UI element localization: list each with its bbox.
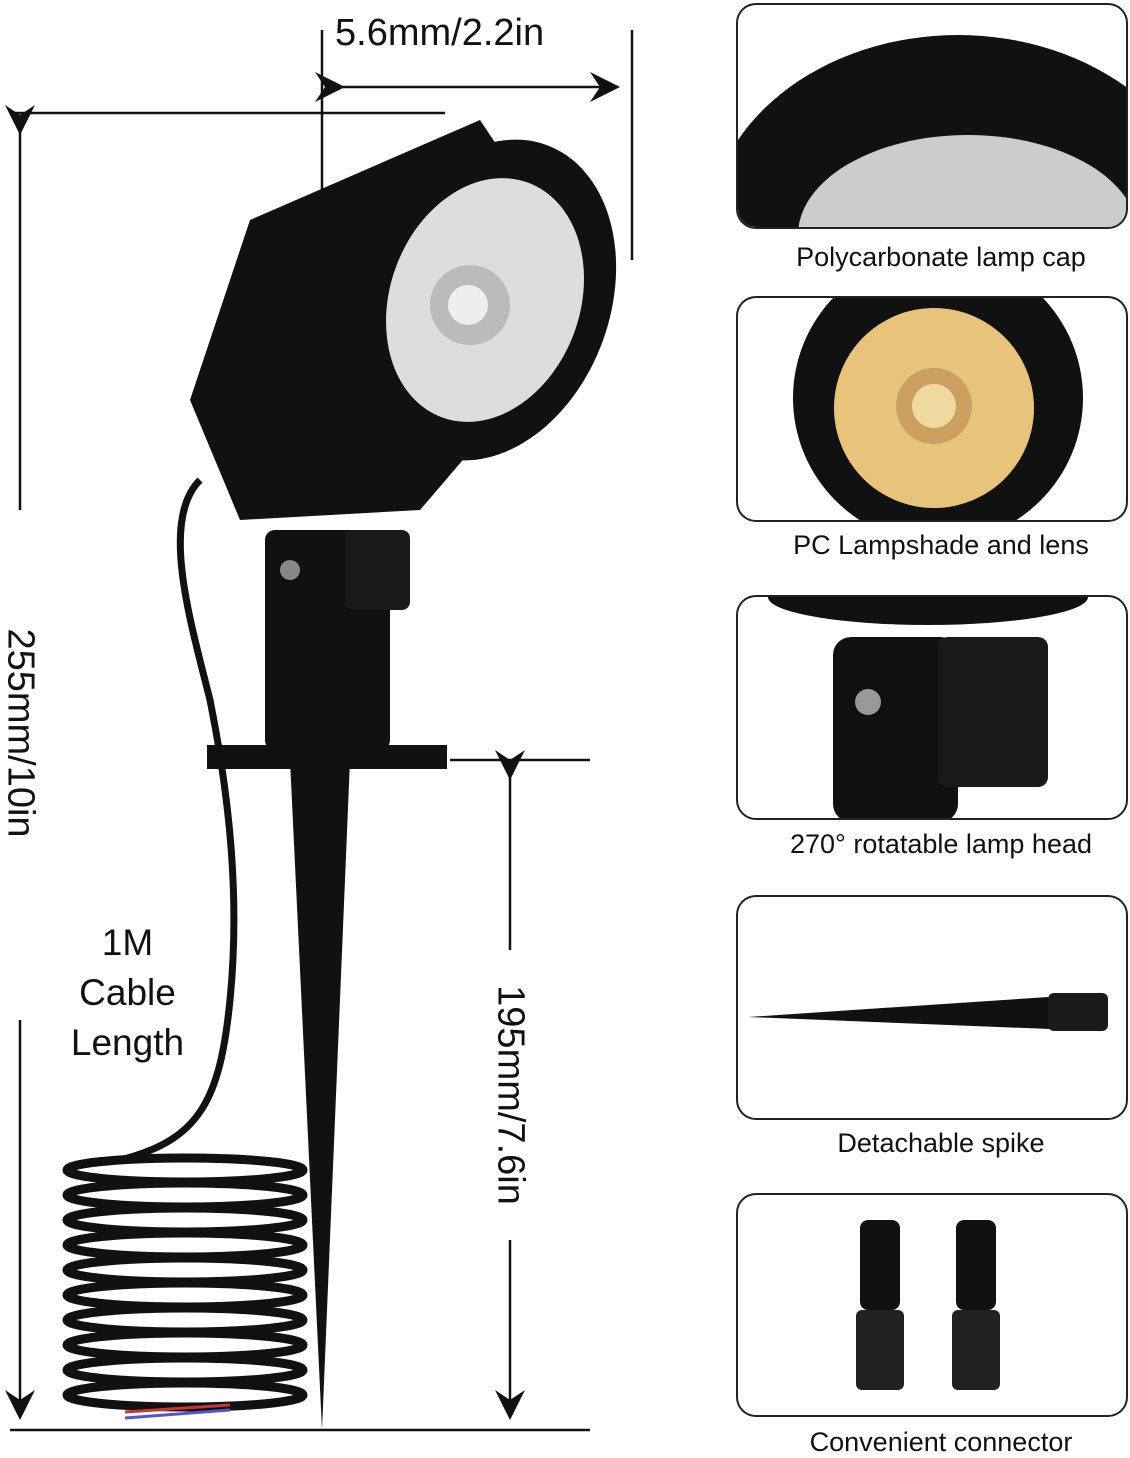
feature-caption: Polycarbonate lamp cap [796, 242, 1086, 272]
spotlight-illustration [62, 120, 617, 1430]
spike-height-label: 195mm/7.6in [489, 985, 532, 1205]
feature-connector-image [736, 1193, 1128, 1417]
cable-length-label: 1M Cable Length [70, 922, 185, 1063]
feature-caption: 270° rotatable lamp head [789, 829, 1092, 859]
feature-lamp-cap-image [736, 3, 1128, 229]
feature-spike-image [736, 895, 1128, 1120]
feature-caption: PC Lampshade and lens [793, 530, 1089, 560]
head-width-label: 5.6mm/2.2in [335, 12, 545, 54]
feature-lens-image [736, 296, 1128, 522]
feature-caption: Convenient connector [809, 1427, 1073, 1457]
feature-caption: Detachable spike [837, 1128, 1045, 1158]
total-height-label: 255mm/10in [0, 628, 42, 838]
feature-rotatable-head-image [736, 595, 1128, 820]
